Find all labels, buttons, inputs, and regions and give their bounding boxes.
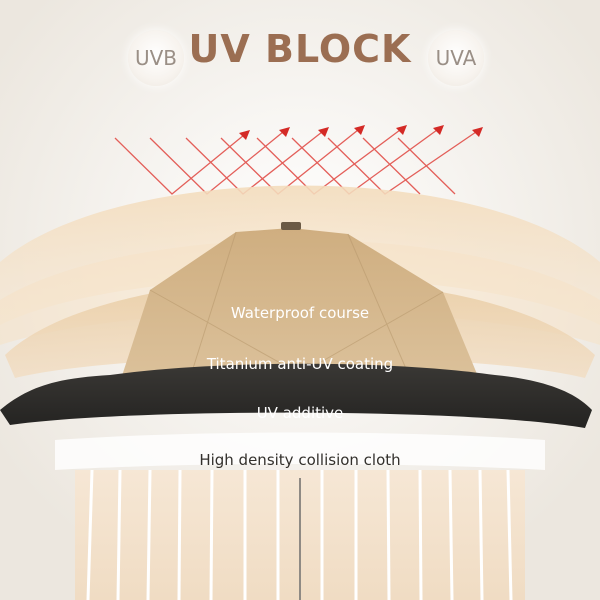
umbrella-tip bbox=[281, 222, 301, 230]
collision-cloth-label: High density collision cloth bbox=[199, 451, 401, 469]
waterproof-course-label: Waterproof course bbox=[230, 304, 370, 322]
uvb-badge: UVB bbox=[128, 30, 184, 86]
canopy-ribs bbox=[149, 231, 444, 379]
umbrella-canopy bbox=[118, 228, 482, 388]
uv-additive-label: UV additive bbox=[256, 404, 344, 422]
striped-cloth bbox=[75, 469, 525, 600]
cloth-top-sheet bbox=[55, 432, 545, 470]
uv-ray-arrowheads bbox=[239, 125, 483, 140]
black-uv-layer bbox=[0, 363, 592, 428]
page-title: UV BLOCK bbox=[188, 27, 412, 71]
titanium-coating-label: Titanium anti-UV coating bbox=[206, 355, 394, 373]
uva-badge: UVA bbox=[428, 30, 484, 86]
